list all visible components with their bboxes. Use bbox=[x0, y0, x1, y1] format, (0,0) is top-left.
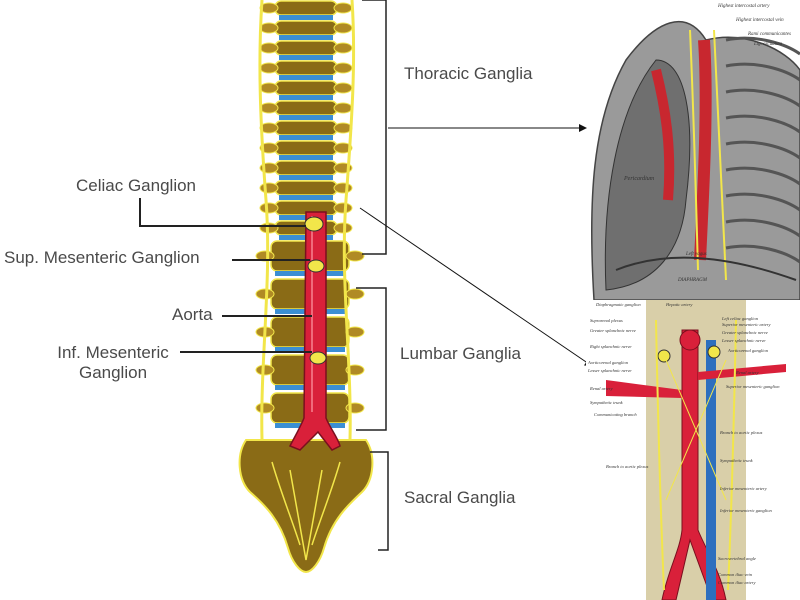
sup-mesenteric-ganglion-marker bbox=[307, 259, 325, 273]
thoracic-vertebra bbox=[259, 160, 353, 180]
rib bbox=[725, 218, 800, 238]
rib bbox=[725, 36, 800, 56]
celiac-leader-line bbox=[139, 198, 306, 227]
abdominal-inset-left-label-2: Greater splanchnic nerve bbox=[590, 328, 636, 333]
abdominal-inset-right-label-11: Inferior mesenteric ganglion bbox=[720, 508, 772, 513]
intervertebral-disc bbox=[279, 195, 333, 200]
rib bbox=[725, 114, 800, 134]
lumbar-ganglia-label: Lumbar Ganglia bbox=[400, 344, 521, 363]
inf-mesenteric-ganglion-marker bbox=[309, 351, 327, 365]
abdominal-inset-right-label-0: Hepatic artery bbox=[666, 302, 693, 307]
abdominal-inset-left-label-3: Right splanchnic nerve bbox=[590, 344, 632, 349]
thoracic-vertebra bbox=[259, 100, 353, 120]
abdominal-inset-right-label-10: Inferior mesenteric artery bbox=[720, 486, 767, 491]
abdominal-inset-right-label-4: Lesser splanchnic nerve bbox=[722, 338, 766, 343]
abdominal-inset-left-label-6: Renal artery bbox=[590, 386, 613, 391]
intervertebral-disc bbox=[279, 15, 333, 20]
thoracic-vertebra bbox=[259, 0, 353, 20]
abdominal-inset-left-label-1: Suprarenal plexus bbox=[590, 318, 623, 323]
abdominal-inset-right-label-2: Superior mesenteric artery bbox=[722, 322, 771, 327]
abdominal-inset-right-label-7: Superior mesenteric ganglion bbox=[726, 384, 780, 389]
sacral-ganglia-label: Sacral Ganglia bbox=[404, 488, 516, 507]
abdominal-arrow bbox=[359, 207, 593, 367]
rib bbox=[725, 88, 800, 108]
thoracic-inset-label-3: Lig. arcuatum bbox=[754, 42, 783, 47]
thoracic-vertebra bbox=[259, 80, 353, 100]
sacrum bbox=[238, 439, 374, 574]
intervertebral-disc bbox=[279, 35, 333, 40]
thoracic-ganglia-label: Thoracic Ganglia bbox=[404, 64, 533, 83]
rib bbox=[725, 244, 800, 264]
thoracic-vertebra bbox=[259, 40, 353, 60]
thoracic-inset-label-0: Highest intercostal artery bbox=[718, 4, 770, 9]
abdominal-inset-right-label-12: Sacrovertebral angle bbox=[718, 556, 756, 561]
intervertebral-disc bbox=[279, 55, 333, 60]
thoracic-inset-label-5: Left vagus bbox=[686, 252, 707, 257]
intervertebral-disc bbox=[279, 75, 333, 80]
thoracic-vertebra bbox=[259, 140, 353, 160]
celiac-ganglion-marker bbox=[304, 216, 324, 232]
sup-mesenteric-ganglion-label: Sup. Mesenteric Ganglion bbox=[4, 248, 200, 267]
intervertebral-disc bbox=[279, 155, 333, 160]
abdominal-inset-right-label-13: Common iliac vein bbox=[718, 572, 752, 577]
abdominal-inset-right-label-14: Common iliac artery bbox=[718, 580, 756, 585]
rib bbox=[725, 166, 800, 186]
abdominal-inset-left-label-9: Branch to aortic plexus bbox=[606, 464, 649, 469]
abdominal-inset-drawing bbox=[606, 300, 786, 600]
inf-mesenteric-label-line1: Inf. Mesenteric bbox=[57, 343, 169, 362]
rib bbox=[725, 140, 800, 160]
thoracic-vertebrae bbox=[259, 0, 353, 240]
aorta-vessel bbox=[288, 211, 341, 451]
abdominal-inset-left-label-7: Sympathetic trunk bbox=[590, 400, 623, 405]
abdominal-inset-left-label-0: Diaphragmatic ganglion bbox=[596, 302, 641, 307]
thoracic-vertebra bbox=[259, 20, 353, 40]
inf-mesenteric-ganglion-label: Inf. Mesenteric Ganglion bbox=[48, 343, 178, 383]
intervertebral-disc bbox=[279, 135, 333, 140]
intervertebral-disc bbox=[279, 175, 333, 180]
rib bbox=[725, 62, 800, 82]
inf-mesenteric-label-line2: Ganglion bbox=[78, 363, 148, 382]
sympathetic-chain-left bbox=[258, 0, 270, 441]
abdominal-inset-right-label-3: Greater splanchnic nerve bbox=[722, 330, 768, 335]
sacral-bracket bbox=[370, 451, 389, 551]
abdominal-inset-right-label-9: Sympathetic trunk bbox=[720, 458, 753, 463]
thoracic-bracket bbox=[362, 0, 387, 255]
thoracic-inset-label-6: DIAPHRAGM bbox=[678, 278, 707, 283]
thoracic-inset-label-2: Rami communicantes bbox=[748, 32, 791, 37]
aorta-label: Aorta bbox=[172, 305, 213, 324]
rib bbox=[725, 192, 800, 212]
thoracic-inset-illustration: Highest intercostal artery Highest inter… bbox=[586, 0, 800, 300]
intervertebral-disc bbox=[279, 115, 333, 120]
thoracic-vertebra bbox=[259, 180, 353, 200]
abdominal-inset-right-label-1: Left celiac ganglion bbox=[722, 316, 758, 321]
abdominal-inset-right-label-8: Branch to aortic plexus bbox=[720, 430, 763, 435]
thoracic-vertebra bbox=[259, 60, 353, 80]
abdominal-inset-illustration: Diaphragmatic ganglion Suprarenal plexus… bbox=[586, 300, 800, 600]
lumbar-bracket bbox=[356, 287, 387, 431]
abdominal-inset-left-label-8: Communicating branch bbox=[594, 412, 637, 417]
thoracic-inset-label-1: Highest intercostal vein bbox=[736, 18, 784, 23]
abdominal-inset-left-label-5: Lesser splanchnic nerve bbox=[588, 368, 632, 373]
thoracic-inset-drawing bbox=[590, 21, 800, 300]
thoracic-vertebra bbox=[259, 120, 353, 140]
abdominal-inset-left-label-4: Aorticorenal ganglion bbox=[588, 360, 628, 365]
sympathetic-chain-right bbox=[342, 0, 356, 441]
celiac-ganglion-label: Celiac Ganglion bbox=[76, 176, 197, 195]
abdominal-inset-right-label-5: Aorticorenal ganglion bbox=[728, 348, 768, 353]
intervertebral-disc bbox=[279, 95, 333, 100]
thoracic-inset-label-4: Pericardium bbox=[624, 176, 655, 182]
abdominal-inset-right-label-6: Renal artery bbox=[736, 370, 759, 375]
